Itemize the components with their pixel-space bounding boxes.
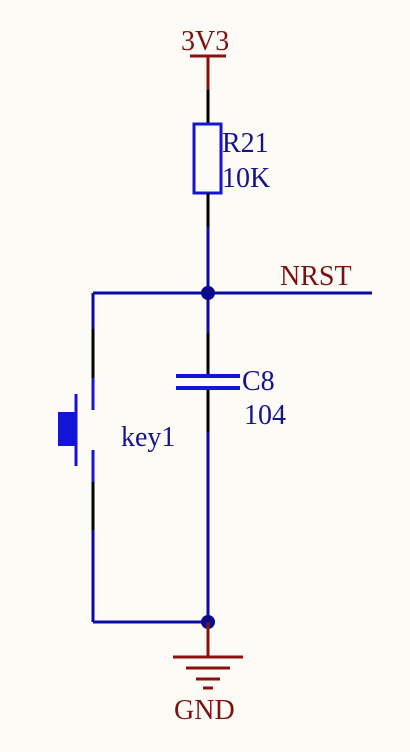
capacitor-c8: C8 104 xyxy=(176,333,286,432)
ground-port: GND xyxy=(173,622,243,726)
switch-key1: key1 xyxy=(58,329,175,530)
resistor-designator: R21 xyxy=(222,128,269,159)
resistor-value: 10K xyxy=(222,163,270,194)
switch-button-head xyxy=(58,412,76,446)
junction-top xyxy=(201,286,215,300)
switch-designator: key1 xyxy=(121,422,175,453)
power-port-3v3: 3V3 xyxy=(181,26,229,90)
power-label: 3V3 xyxy=(181,26,229,57)
resistor-r21: R21 10K xyxy=(192,90,270,227)
net-label-nrst: NRST xyxy=(280,261,352,292)
resistor-body xyxy=(192,122,223,195)
capacitor-designator: C8 xyxy=(242,366,275,397)
ground-label: GND xyxy=(174,695,235,726)
capacitor-value: 104 xyxy=(244,400,286,431)
